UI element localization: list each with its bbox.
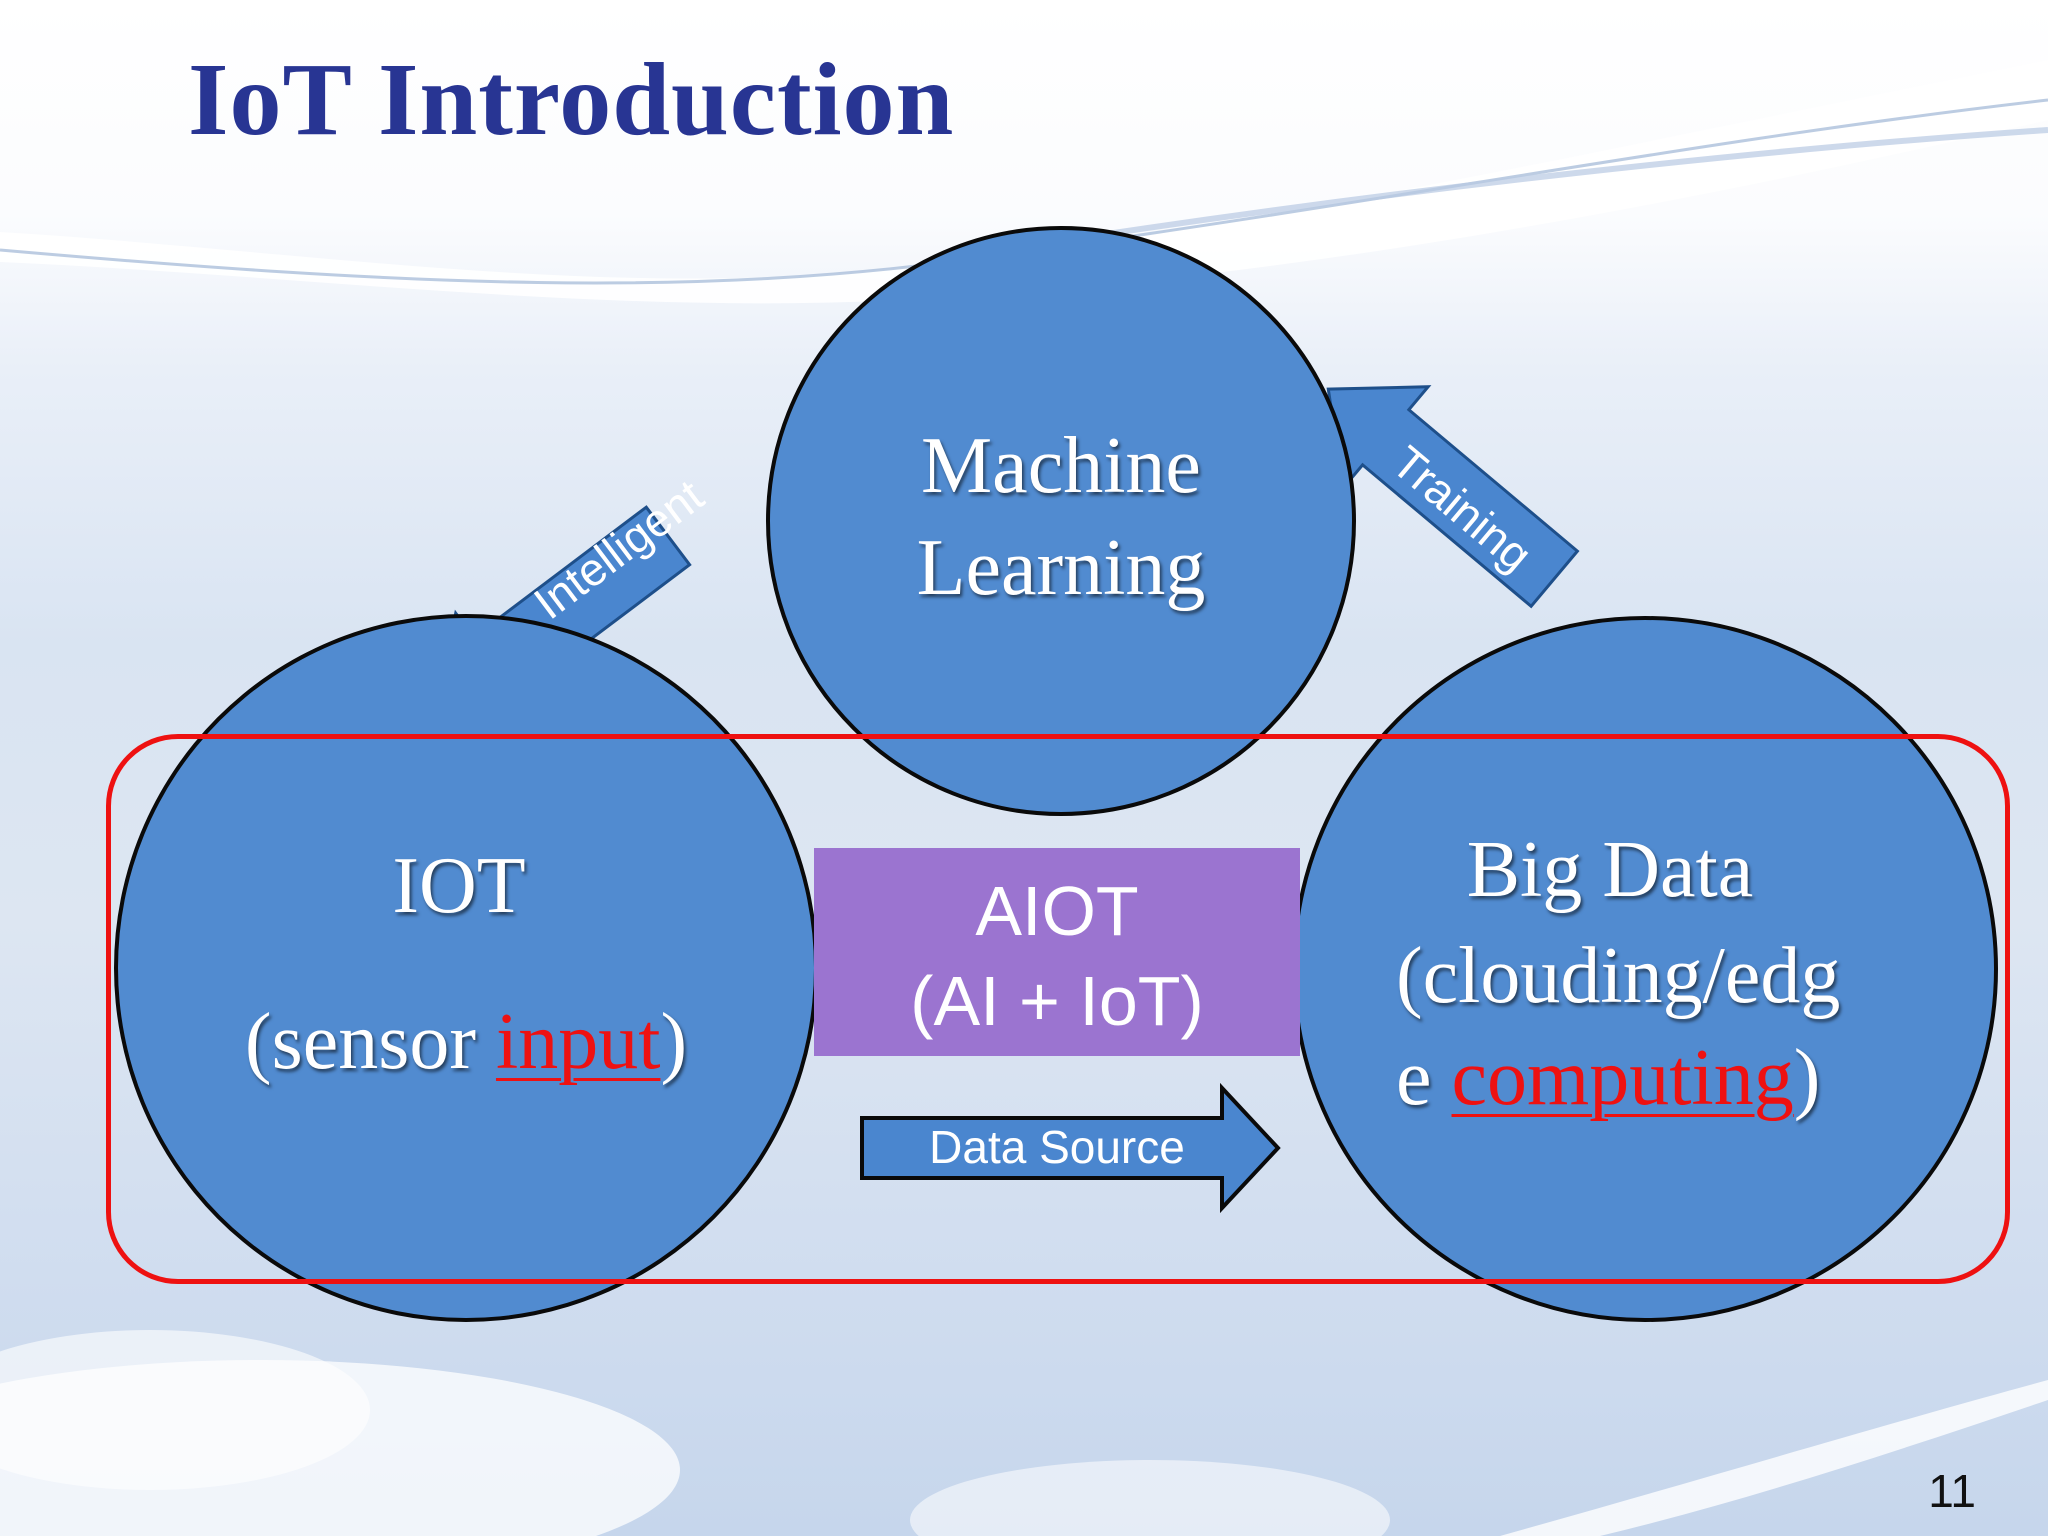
big-data-label-line2: (clouding/edg (1396, 932, 1841, 1020)
data-source-arrow (860, 1082, 1281, 1214)
big-data-circle (1292, 616, 1998, 1322)
aiot-box (814, 848, 1300, 1056)
machine-learning-circle (766, 226, 1356, 816)
machine-learning-label-line1: Machine (921, 422, 1201, 510)
aiot-title: AIOT (975, 872, 1139, 950)
big-data-line3-post: ) (1793, 1034, 1821, 1122)
iot-sublabel-highlight: input (495, 998, 661, 1086)
big-data-label-line1: Big Data (1466, 826, 1754, 914)
iot-sublabel-pre: (sensor (244, 998, 496, 1086)
big-data-label-line3: e computing) (1396, 1038, 1976, 1118)
big-data-line3-highlight: computing (1451, 1034, 1794, 1122)
data-source-label: Data Source (929, 1121, 1185, 1173)
machine-learning-label-line2: Learning (916, 524, 1206, 612)
slide-title: IoT Introduction (188, 42, 955, 157)
iot-sublabel-post: ) (660, 998, 688, 1086)
highlight-frame (106, 734, 2010, 1284)
big-data-line3-pre: e (1396, 1034, 1452, 1122)
iot-sublabel: (sensor input) (114, 1002, 818, 1082)
iot-circle (114, 614, 818, 1322)
page-number: 11 (1928, 1465, 1976, 1517)
aiot-subtitle: (AI + IoT) (910, 962, 1204, 1040)
iot-label: IOT (392, 842, 526, 930)
training-arrow (1326, 385, 1580, 609)
